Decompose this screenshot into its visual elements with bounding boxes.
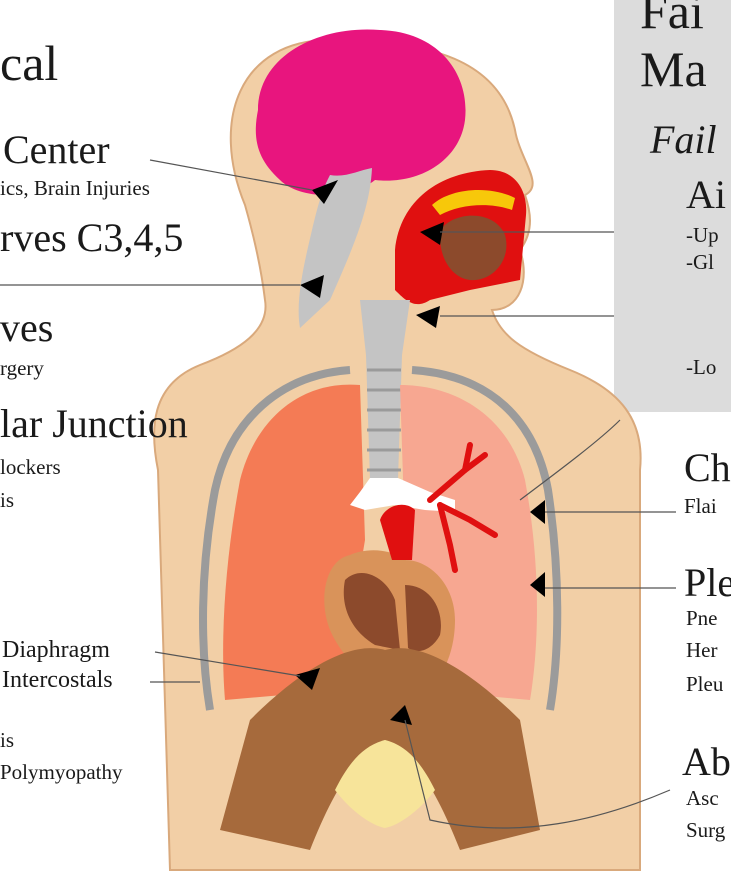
- label-nerves-c345: rves C3,4,5: [0, 218, 183, 258]
- label-nerves-sub: rgery: [0, 358, 44, 379]
- label-abdomen: Ab: [682, 742, 731, 782]
- label-pleura-sub3: Pleu: [686, 674, 723, 695]
- label-abdomen-sub2: Surg: [686, 820, 725, 841]
- label-center-sub: ics, Brain Injuries: [0, 178, 150, 199]
- label-nerves: ves: [0, 308, 53, 348]
- label-airway-sub1: -Up: [686, 225, 719, 246]
- label-airway-sub3: -Lo: [686, 357, 716, 378]
- label-chest-wall: Ch: [684, 448, 731, 488]
- label-junction-sub2: is: [0, 490, 14, 511]
- label-abdomen-sub1: Asc: [686, 788, 719, 809]
- label-muscle-sub2: Polymyopathy: [0, 762, 123, 783]
- label-pleura: Ple: [684, 563, 731, 603]
- label-chest-sub: Flai: [684, 496, 717, 517]
- label-diaphragm: Diaphragm: [2, 638, 110, 662]
- label-muscle-sub1: is: [0, 730, 14, 751]
- label-intercostals: Intercostals: [2, 668, 113, 692]
- label-fail: Fail: [650, 120, 717, 160]
- label-junction-sub1: lockers: [0, 457, 61, 478]
- label-ca: cal: [0, 38, 58, 88]
- label-neuromuscular-junction: lar Junction: [0, 404, 188, 444]
- label-airway-sub2: -Gl: [686, 252, 714, 273]
- label-pleura-sub2: Her: [686, 640, 717, 661]
- label-panel-title1: Fai: [640, 0, 704, 36]
- label-airway: Ai: [686, 175, 726, 215]
- label-panel-title2: Ma: [640, 44, 707, 94]
- label-pleura-sub1: Pne: [686, 608, 718, 629]
- label-respiratory-center: Center: [3, 130, 110, 170]
